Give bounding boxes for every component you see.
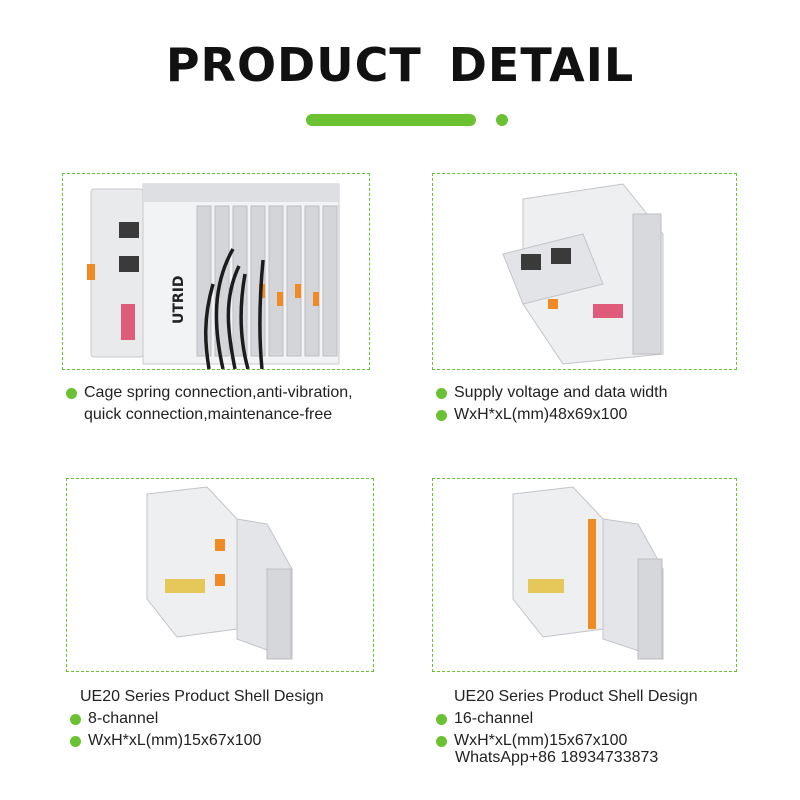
caption-heading: UE20 Series Product Shell Design: [80, 688, 324, 705]
whatsapp-contact: WhatsApp+86 18934733873: [455, 749, 659, 766]
bullet-icon: [436, 388, 447, 399]
product-image-panel-3: [66, 478, 374, 672]
caption-heading: UE20 Series Product Shell Design: [454, 688, 698, 705]
product-image-panel-1: UTRID: [62, 173, 370, 370]
caption-line: WxH*xL(mm)15x67x100: [436, 730, 698, 752]
caption-line: WxH*xL(mm)48x69x100: [436, 404, 667, 426]
bullet-icon: [436, 714, 447, 725]
panel-2-caption: Supply voltage and data width WxH*xL(mm)…: [436, 382, 667, 426]
caption-line: 8-channel: [70, 708, 324, 730]
brand-logo: UTRID: [171, 275, 187, 324]
bullet-icon: [66, 388, 77, 399]
coupler-module-image: [502, 183, 664, 365]
bullet-icon: [436, 410, 447, 421]
panel-4-caption: UE20 Series Product Shell Design 16-chan…: [436, 686, 698, 752]
panel-3-caption: UE20 Series Product Shell Design 8-chann…: [70, 686, 324, 752]
caption-line: WxH*xL(mm)15x67x100: [70, 730, 324, 752]
title-underline-dot: [496, 114, 508, 126]
product-image-panel-2: [432, 173, 737, 370]
panel-1-caption: Cage spring connection,anti-vibration, q…: [66, 382, 353, 426]
io-module-16ch-image: [512, 486, 664, 660]
page-title: PRODUCT DETAIL: [165, 38, 635, 92]
title-underline-bar: [306, 114, 476, 126]
caption-line: quick connection,maintenance-free: [84, 406, 333, 423]
caption-line: Cage spring connection,anti-vibration,: [66, 382, 353, 404]
bullet-icon: [70, 714, 81, 725]
caption-line: Supply voltage and data width: [436, 382, 667, 404]
io-coupler-assembly-image: UTRID: [87, 183, 340, 369]
bullet-icon: [436, 736, 447, 747]
caption-line: 16-channel: [436, 708, 698, 730]
product-image-panel-4: [432, 478, 737, 672]
bullet-icon: [70, 736, 81, 747]
io-module-8ch-image: [146, 486, 293, 660]
